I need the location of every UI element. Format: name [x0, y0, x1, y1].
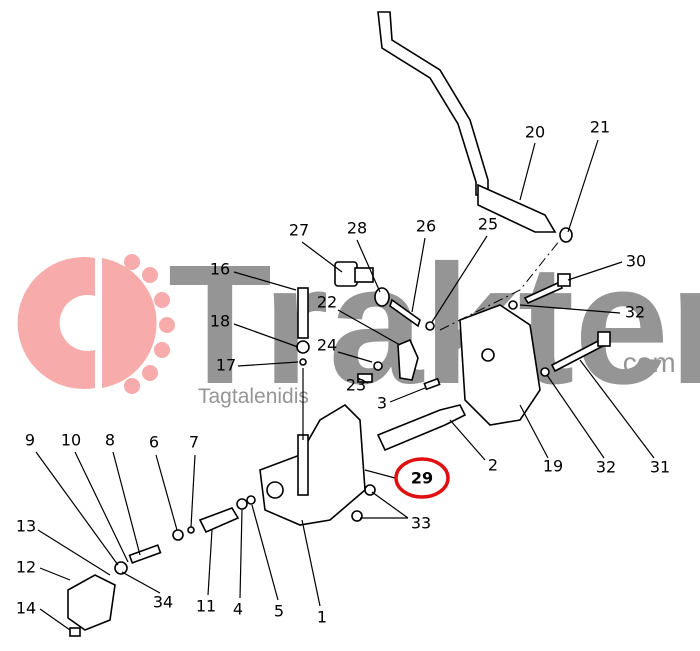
- part-label: 32: [625, 303, 645, 322]
- part-label: 25: [478, 215, 498, 234]
- part-label: 24: [317, 336, 337, 355]
- part-label: 34: [153, 593, 173, 612]
- bolts-30-31: [508, 273, 611, 377]
- housing-19: [459, 304, 541, 426]
- part-label: 27: [289, 221, 309, 240]
- part-label: 9: [25, 431, 35, 450]
- part-label: 21: [590, 118, 610, 137]
- part-label: 14: [16, 599, 36, 618]
- part-label: 11: [196, 597, 216, 616]
- part-label: 5: [274, 602, 284, 621]
- highlight-circle: [394, 457, 450, 499]
- part-label: 17: [216, 356, 236, 375]
- lever-20: [377, 11, 573, 243]
- part-label: 2: [488, 456, 498, 475]
- left-parts: [67, 484, 376, 637]
- part-label: 20: [525, 123, 545, 142]
- part-labels: 20 21 27 28 26 25 30 32 16 22 18 24 17 2…: [16, 118, 670, 627]
- part-label: 12: [16, 558, 36, 577]
- watermark-owner: Tagtalenidis: [198, 385, 309, 408]
- watermark-domain: .com: [615, 347, 676, 378]
- part-label: 33: [411, 514, 431, 533]
- part-label: 8: [105, 431, 115, 450]
- leader-lines: [35, 139, 655, 631]
- spool-2: [376, 377, 467, 452]
- part-label: 26: [416, 217, 436, 236]
- part-label: 6: [149, 433, 159, 452]
- part-label: 4: [233, 600, 243, 619]
- valve-body-1: [259, 403, 366, 526]
- part-label: 30: [626, 252, 646, 271]
- part-label: 7: [189, 433, 199, 452]
- plug-27: [334, 261, 435, 331]
- highlighted-part-label: 29: [411, 469, 433, 488]
- gear-logo: [17, 254, 175, 394]
- part-label: 19: [543, 457, 563, 476]
- part-label: 28: [347, 219, 367, 238]
- part-label: 32: [596, 458, 616, 477]
- part-label: 16: [210, 260, 230, 279]
- part-label: 13: [16, 517, 36, 536]
- part-label: 10: [61, 431, 81, 450]
- part-label: 22: [317, 293, 337, 312]
- part-label: 3: [377, 394, 387, 413]
- part-label: 18: [210, 312, 230, 331]
- part-label: 1: [317, 608, 327, 627]
- part-label: 31: [650, 458, 670, 477]
- part-label: 23: [346, 376, 366, 395]
- screw-16: [296, 287, 310, 440]
